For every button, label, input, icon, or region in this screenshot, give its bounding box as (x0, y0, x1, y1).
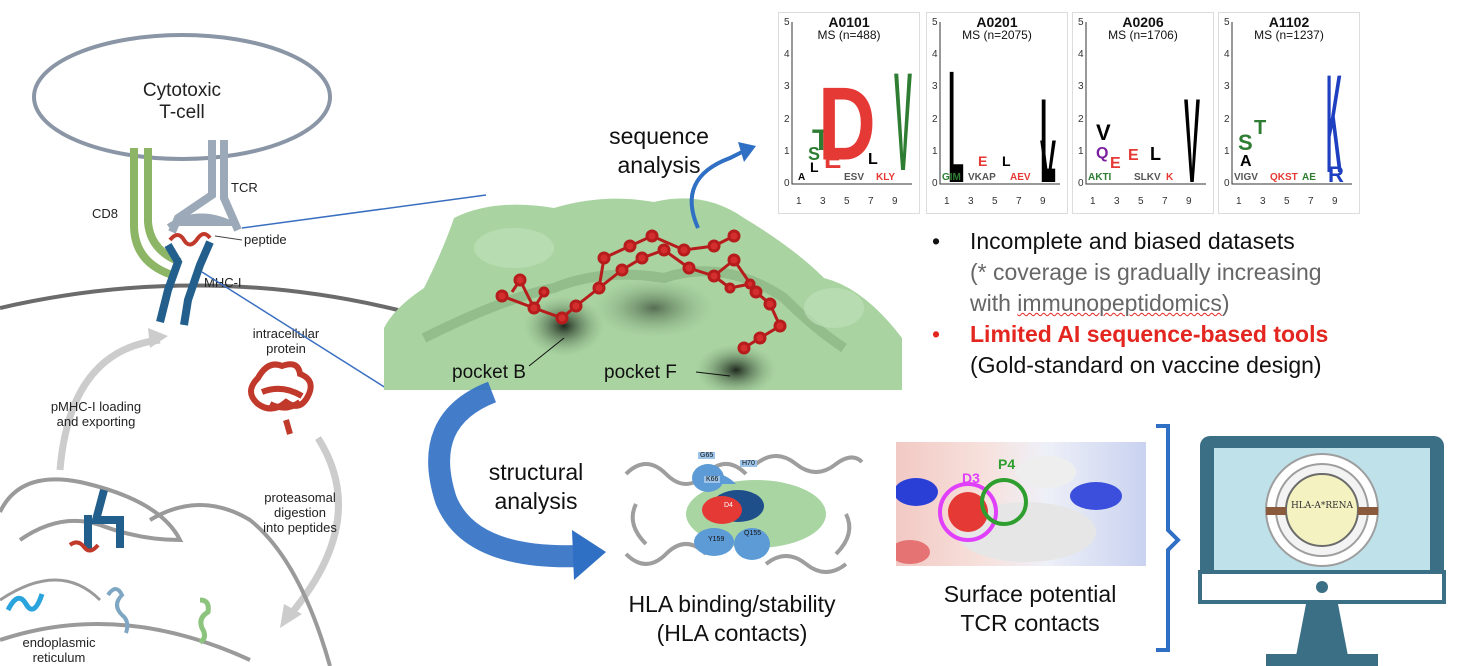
digestion-arrow (287, 436, 342, 618)
protein-blob (248, 361, 314, 435)
svg-text:A: A (1240, 153, 1252, 170)
bullet-1: • Incomplete and biased datasets (* cove… (932, 228, 1322, 316)
residue-d4: D4 (724, 502, 733, 509)
svg-text:AE: AE (1302, 172, 1316, 183)
pocket-f-label: pocket F (604, 362, 677, 383)
svg-text:QKST: QKST (1270, 172, 1298, 183)
bullet-dot-icon: • (932, 321, 941, 347)
svg-text:L: L (810, 159, 819, 175)
peptide-label: peptide (244, 232, 287, 247)
logo-ticks-A1102: 5 4 3 2 1 0 1 3 5 7 9 (1224, 17, 1338, 207)
svg-text:V: V (1096, 120, 1111, 145)
cell-membrane (0, 283, 399, 312)
svg-text:L: L (948, 37, 964, 216)
cd8-label: CD8 (92, 206, 119, 221)
surface-potential-image (896, 442, 1146, 566)
svg-text:S: S (1238, 130, 1253, 155)
residue-g65: G65 (698, 452, 716, 459)
svg-text:GIM: GIM (942, 172, 961, 183)
seq-logo-A0206: A0206 MS (n=1706) (1072, 12, 1214, 214)
svg-text:L: L (1040, 74, 1056, 208)
cd8-receptor (130, 148, 174, 279)
hla-caption: HLA binding/stability(HLA contacts) (628, 591, 836, 646)
zoom-lines (201, 194, 487, 389)
svg-text:AEV: AEV (1010, 172, 1031, 183)
residue-q155: Q155 (744, 530, 762, 537)
tcell-label: Cytotoxic T-cell (142, 80, 222, 123)
svg-text:AKTI: AKTI (1088, 172, 1112, 183)
seq-logo-A0201: A0201 MS (n=2075) (926, 12, 1068, 214)
svg-text:Q: Q (1096, 145, 1108, 162)
mhc-receptor (156, 242, 183, 323)
svg-text:A: A (798, 172, 805, 183)
svg-text:L: L (1150, 144, 1161, 164)
svg-text:ESV: ESV (844, 172, 864, 183)
svg-text:K: K (1166, 172, 1174, 183)
bullet-list: • Incomplete and biased datasets (* cove… (932, 226, 1452, 381)
panel-bracket (1156, 424, 1181, 652)
structural-arrow (428, 381, 581, 568)
svg-text:T: T (1254, 117, 1266, 139)
svg-text:E: E (824, 144, 841, 174)
pocket-b-label: pocket B (452, 362, 526, 383)
bullet-dot-icon: • (932, 228, 941, 254)
svg-text:SLKV: SLKV (1134, 172, 1161, 183)
cell-diagram (0, 33, 399, 666)
logo-ticks-A0206: 5 4 3 2 1 0 1 3 5 7 9 (1078, 17, 1192, 207)
peptide-model (495, 229, 787, 355)
d3-label: D3 (962, 470, 980, 486)
monitor-icon (1198, 436, 1446, 666)
svg-text:E: E (1110, 155, 1121, 172)
seq-logo-A1102: A1102 MS (n=1237) (1218, 12, 1360, 214)
bullet-2: • Limited AI sequence-based tools (Gold-… (932, 321, 1329, 378)
residue-k66: K66 (704, 476, 721, 483)
svg-text:K: K (1326, 45, 1342, 202)
er-outline (0, 477, 184, 543)
svg-text:T: T (812, 124, 830, 157)
seq-logo-A0101: A0101 MS (n=488) (778, 12, 920, 214)
logo-ticks-A0101: 5 4 3 2 1 0 1 3 5 7 9 (784, 17, 898, 207)
svg-text:VIGV: VIGV (1234, 172, 1258, 183)
svg-text:E: E (1128, 147, 1139, 164)
svg-text:V: V (894, 43, 912, 200)
tcell-body (32, 33, 332, 161)
svg-text:V: V (1040, 128, 1056, 195)
residue-labels: G65 H70 K66 D4 Y159 Q155 (616, 444, 866, 590)
sequence-arrow (689, 150, 743, 229)
hla-surface-structure (384, 198, 902, 390)
residue-h70: H70 (740, 460, 757, 467)
app-logo-text: HLA-A*RENA (1290, 501, 1354, 511)
svg-text:E: E (978, 153, 987, 169)
loading-arrow (56, 336, 161, 471)
peptide-squiggle (168, 232, 212, 247)
residue-y159: Y159 (708, 536, 725, 543)
p4-label: P4 (998, 456, 1016, 472)
tcr-label: TCR (231, 180, 258, 195)
svg-text:VKAP: VKAP (968, 172, 996, 183)
svg-text:R: R (1328, 162, 1344, 187)
svg-text:L: L (1002, 153, 1011, 169)
svg-text:L: L (868, 151, 878, 168)
svg-text:KLY: KLY (876, 172, 895, 183)
svg-text:V: V (1184, 74, 1200, 208)
svg-text:D: D (818, 66, 876, 183)
svg-text:S: S (808, 144, 820, 164)
logo-ticks-A0201: 5 4 3 2 1 0 1 3 5 7 9 (932, 17, 1046, 207)
